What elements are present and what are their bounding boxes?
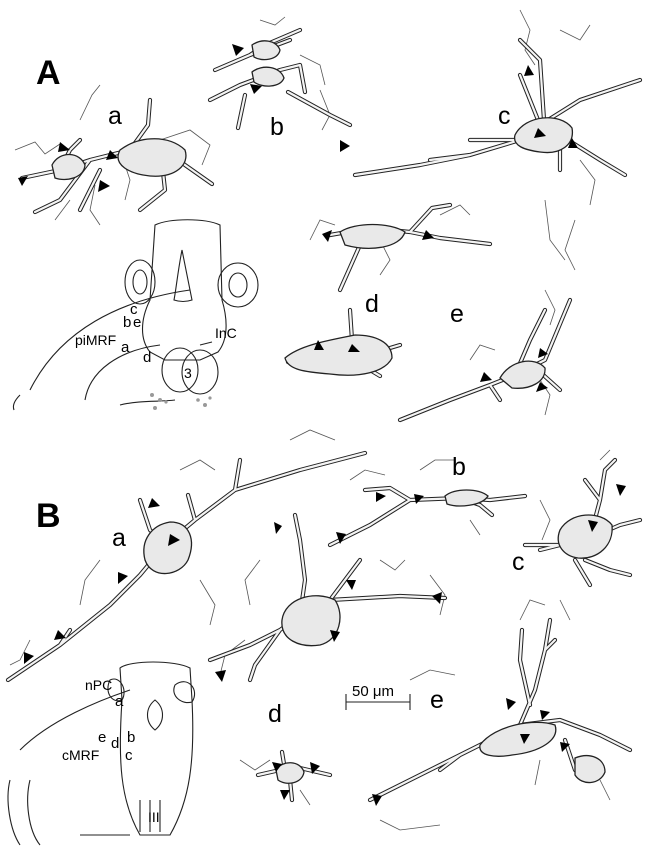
neuron-A-d-lower (284, 307, 403, 379)
inset-A-letter-b: b (123, 314, 131, 331)
inset-A-letter-a: a (121, 339, 130, 356)
inset-B-letter-b: b (127, 729, 135, 746)
cell-label-A-a: a (108, 102, 122, 130)
cell-label-A-d: d (365, 290, 379, 318)
nucleus-label-III: III (148, 809, 160, 825)
cell-label-B-c: c (512, 548, 525, 576)
inset-B-letter-a: a (115, 693, 124, 710)
scale-bar-label: 50 μm (352, 683, 394, 700)
region-label-nPC: nPC (85, 677, 112, 693)
cell-label-B-e: e (430, 686, 444, 714)
panel-B-label: B (36, 497, 61, 535)
neuron-B-c (522, 449, 643, 621)
neuron-A-a (14, 84, 215, 226)
nucleus-number-3: 3 (184, 365, 192, 381)
scale-bar (345, 694, 411, 710)
neuron-B-e (367, 599, 633, 831)
cell-label-A-b: b (270, 113, 284, 141)
neuron-A-e (397, 289, 573, 423)
neuron-B-d-small (239, 749, 333, 806)
inset-A-letter-e: e (133, 314, 141, 331)
inset-B-letter-d: d (111, 735, 119, 752)
cell-label-A-c: c (498, 102, 511, 130)
brainstem-section-A (12, 219, 259, 411)
inset-B-letter-c: c (125, 747, 133, 764)
cell-label-B-b: b (452, 453, 466, 481)
region-label-piMRF: piMRF (75, 332, 116, 348)
brainstem-section-B (7, 661, 196, 846)
region-label-InC: InC (215, 325, 237, 341)
inset-A-letter-c: c (130, 301, 138, 318)
inset-B-letter-e: e (98, 729, 106, 746)
neuron-B-b (327, 459, 528, 548)
cell-label-B-a: a (112, 524, 126, 552)
neuron-B-a (5, 429, 368, 683)
cell-label-B-d: d (268, 700, 282, 728)
region-label-cMRF: cMRF (62, 747, 99, 763)
cell-label-A-e: e (450, 300, 464, 328)
inset-A-letter-d: d (143, 349, 151, 366)
neuron-A-b (207, 16, 353, 152)
neuron-A-c (352, 9, 643, 271)
neuron-A-d-upper (309, 202, 493, 293)
panel-A-label: A (36, 54, 61, 92)
neuron-B-d-large (207, 512, 448, 683)
